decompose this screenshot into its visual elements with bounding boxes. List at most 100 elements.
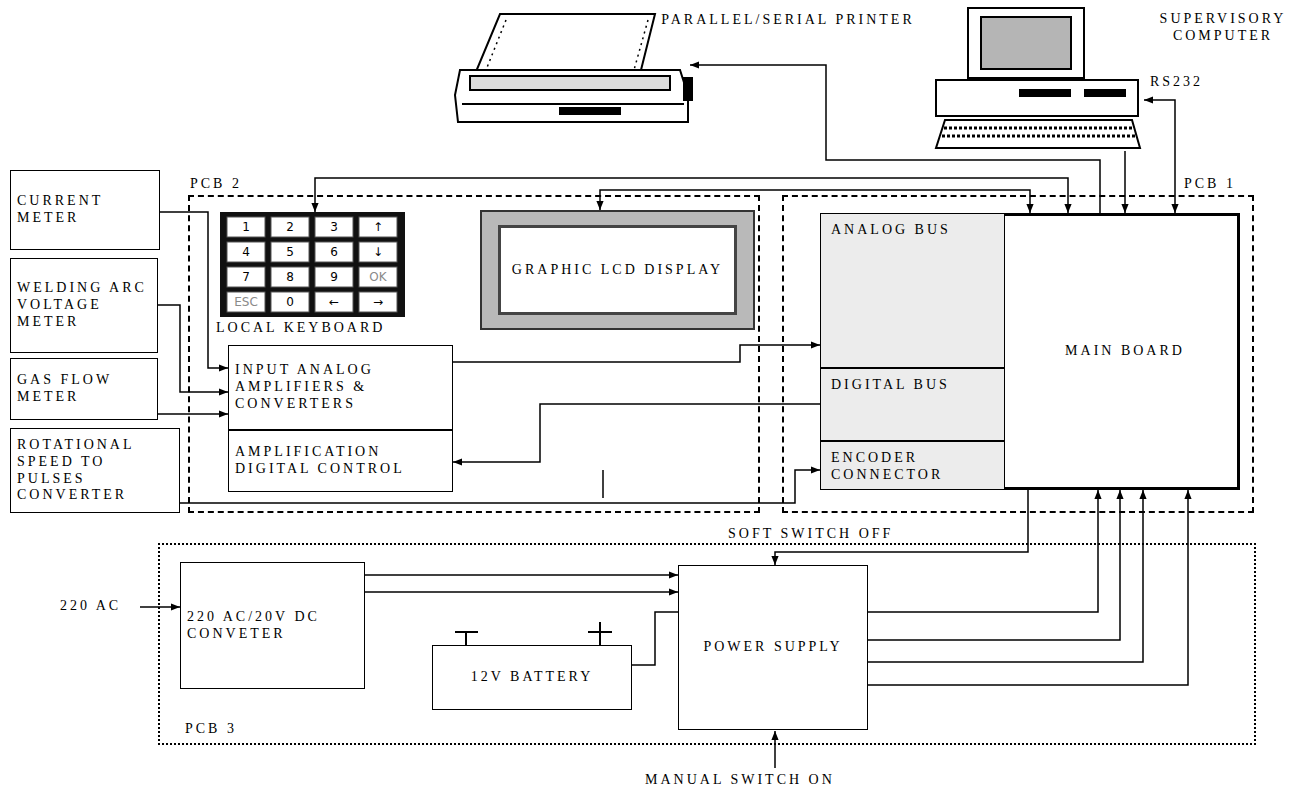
key-label: ↑ <box>359 217 397 237</box>
computer-keyboard <box>936 120 1140 148</box>
connector <box>868 490 1098 612</box>
key-label: 7 <box>227 267 265 287</box>
computer-node: SUPERVISORY COMPUTER <box>932 5 1144 151</box>
key-cap <box>359 267 397 287</box>
mains-arrow <box>140 606 180 608</box>
connector <box>158 305 228 392</box>
key-cap <box>359 242 397 262</box>
power-supply-box: POWER SUPPLY <box>678 565 868 730</box>
node-text: ANALOG BUS <box>831 222 951 239</box>
disk-drive <box>1020 90 1070 96</box>
bus-box: DIGITAL BUS <box>820 368 1005 441</box>
annotation-label: 220 AC <box>60 598 121 615</box>
key-cap <box>271 292 309 312</box>
node-text: MAIN BOARD <box>1065 343 1185 360</box>
connector <box>690 65 1100 213</box>
key-cap <box>315 267 353 287</box>
node-text: SUPERVISORY COMPUTER <box>1148 11 1298 45</box>
printer-body <box>455 70 688 122</box>
bus-box: ANALOG BUS <box>820 213 1005 368</box>
key-cap <box>315 242 353 262</box>
connector <box>1124 151 1126 213</box>
key-cap <box>271 217 309 237</box>
node-text: ROTATIONAL SPEED TO PULSES CONVERTER <box>17 437 173 504</box>
instrument-box: ROTATIONAL SPEED TO PULSES CONVERTER <box>10 428 180 513</box>
key-cap <box>359 292 397 312</box>
instrument-box: WELDING ARC VOLTAGE METER <box>10 258 158 353</box>
key-cap <box>227 292 265 312</box>
printer-knob <box>684 78 692 100</box>
connector <box>453 404 820 462</box>
printer-slot <box>470 76 670 90</box>
key-label: 9 <box>315 267 353 287</box>
key-cap <box>315 292 353 312</box>
battery-terminals <box>455 622 612 645</box>
key-cap <box>271 267 309 287</box>
node-text: GRAPHIC LCD DISPLAY <box>498 225 737 315</box>
keypad-illustration <box>220 212 405 317</box>
key-label: 5 <box>271 242 309 262</box>
printer-paper <box>475 14 655 74</box>
computer-illustration <box>936 8 1140 148</box>
pcb-region: PCB 3 220 AC/20V DC CONVETER 12V BATTERY PO… <box>158 543 1256 745</box>
paper-holes <box>486 20 506 70</box>
paper-holes <box>634 20 648 70</box>
converter-box: 220 AC/20V DC CONVETER <box>180 562 365 689</box>
lcd-display: GRAPHIC LCD DISPLAY <box>480 210 755 330</box>
printer-illustration <box>455 14 692 122</box>
key-label: ESC <box>227 292 265 312</box>
node-text: POWER SUPPLY <box>703 639 842 656</box>
node-text: INPUT ANALOG AMPLIFIERS & CONVERTERS <box>235 362 446 412</box>
node-text: GAS FLOW METER <box>17 372 151 406</box>
key-label: → <box>359 292 397 312</box>
connector <box>632 612 678 665</box>
node-text: DIGITAL BUS <box>831 377 950 394</box>
annotation-label: MANUAL SWITCH ON <box>645 772 835 789</box>
pcb-region: PCB 2LOCAL KEYBOARDGRAPHIC LCD DISPLAYIN… <box>188 195 760 513</box>
node-text: 220 AC/20V DC CONVETER <box>187 609 358 643</box>
switch-arrow <box>774 731 776 768</box>
connector <box>365 591 678 593</box>
node-text: WELDING ARC VOLTAGE METER <box>17 280 151 330</box>
connector <box>365 574 678 576</box>
printer-edge <box>462 103 684 105</box>
key-cap <box>315 217 353 237</box>
plus-terminal <box>599 622 601 645</box>
node-text: CURRENT METER <box>17 193 153 227</box>
key-label: ← <box>315 292 353 312</box>
system-unit <box>936 80 1138 116</box>
key-cap <box>227 242 265 262</box>
main-board: MAIN BOARD ANALOG BUS DIGITAL BUS ENCODER C… <box>820 213 1240 490</box>
node-text: 12V BATTERY <box>471 669 594 686</box>
node-text: PCB 3 <box>185 721 275 738</box>
connector <box>868 490 1188 685</box>
printer-node: PARALLEL/SERIAL PRINTER <box>450 8 690 126</box>
instrument-box: CURRENT METER <box>10 170 160 250</box>
node-text: ENCODER CONNECTOR <box>831 450 994 484</box>
keypad-frame <box>220 212 405 317</box>
node-text: AMPLIFICATION DIGITAL CONTROL <box>235 444 446 478</box>
battery-box: 12V BATTERY <box>432 645 632 710</box>
connector <box>868 490 1143 662</box>
key-label: 3 <box>315 217 353 237</box>
process-box: INPUT ANALOG AMPLIFIERS & CONVERTERS <box>228 345 453 430</box>
disk-drive <box>1085 90 1125 96</box>
monitor-screen <box>981 17 1071 69</box>
key-row <box>942 135 1136 138</box>
monitor <box>968 8 1084 78</box>
key-label: 2 <box>271 217 309 237</box>
process-box: AMPLIFICATION DIGITAL CONTROL <box>228 430 453 492</box>
printer-panel <box>560 108 620 114</box>
pcb-region: PCB 1MAIN BOARDANALOG BUSDIGITAL BUSENCO… <box>782 195 1254 513</box>
annotation-label: SOFT SWITCH OFF <box>728 526 893 543</box>
key-label: 8 <box>271 267 309 287</box>
instrument-box: GAS FLOW METER <box>10 358 158 420</box>
key-cap <box>227 267 265 287</box>
node-text: PARALLEL/SERIAL PRINTER <box>658 12 918 29</box>
key-label: 0 <box>271 292 309 312</box>
node-text: PCB 1 <box>1184 176 1254 193</box>
node-text: LOCAL KEYBOARD <box>216 320 436 337</box>
connector <box>160 212 228 368</box>
key-cap <box>271 242 309 262</box>
